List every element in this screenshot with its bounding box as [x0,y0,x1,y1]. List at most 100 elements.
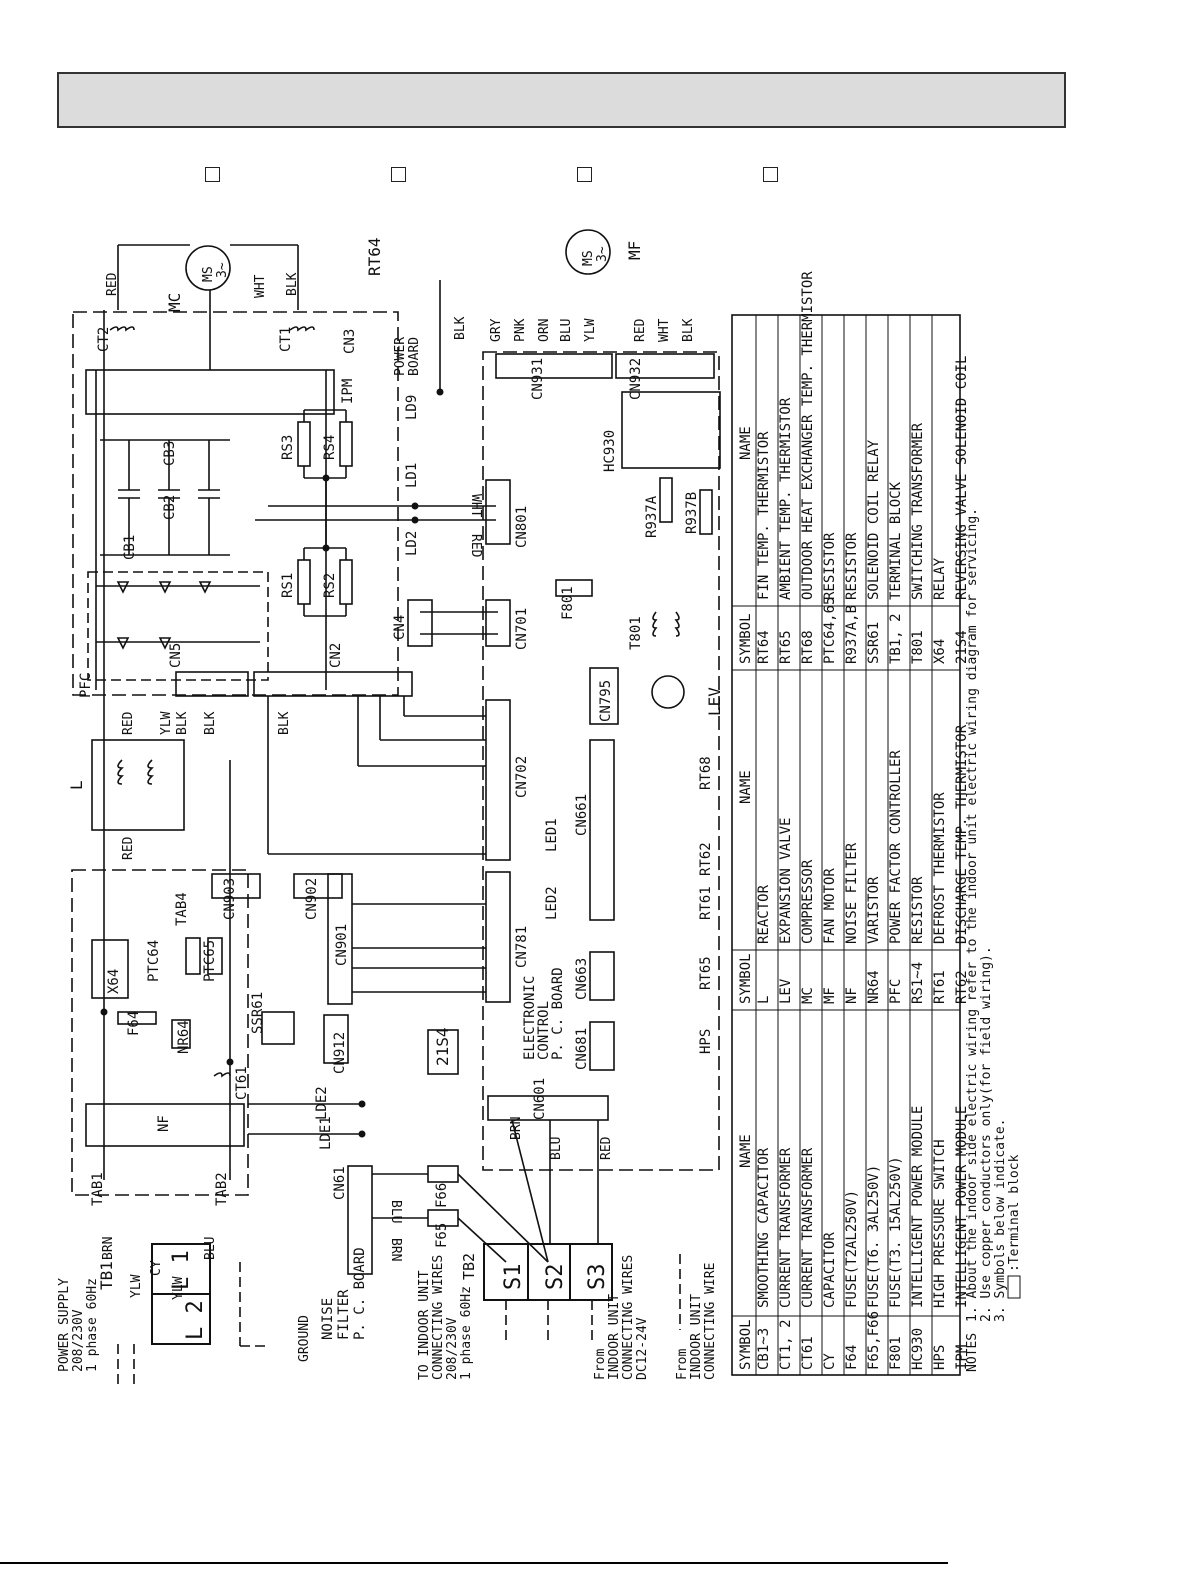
wire-brn-tb1: BRN [101,1237,116,1260]
ld2-label: LD2 [404,531,420,556]
s3-terminal: S3 [585,1264,610,1291]
indoor-connecting-label-3: 208/230V [445,1317,460,1380]
power-board-label-2: BOARD [407,337,422,376]
mc-label: MC [165,293,184,312]
legend-symbol: F801 [888,1336,904,1370]
option-checkbox-4[interactable] [763,167,778,182]
wire-red-reactor: RED [121,711,136,735]
legend-symbol: PTC64,65 [822,597,838,664]
rt62-label: RT62 [698,842,714,876]
control-board-outline [482,351,720,1171]
legend-name: RESISTOR [844,532,860,600]
s1-terminal: S1 [501,1264,526,1291]
wire-blk-cn5a: BLK [175,711,190,735]
legend-name: FAN MOTOR [822,868,838,944]
r937a-label: R937A [644,495,660,538]
wire-blk-mc: BLK [285,272,300,296]
legend-name: NOISE FILTER [844,842,860,944]
cn3-label: CN3 [342,329,358,354]
legend-symbol: RT61 [932,970,948,1004]
tab2-label: TAB2 [214,1172,230,1206]
legend-symbol: HPS [932,1345,948,1370]
option-checkbox-1[interactable] [205,167,220,182]
legend-symbol: PFC [888,979,904,1004]
legend-header-symbol-3: SYMBOL [738,613,754,664]
wire-blu-tb1: BLU [203,1237,218,1260]
wire-wht-fan: WHT [657,318,672,342]
r937b-label: R937B [684,492,700,534]
legend-symbol: MC [800,987,816,1004]
cn932-label: CN932 [628,358,644,400]
legend-name: RESISTOR [910,876,926,944]
legend-symbol: RT62 [954,970,970,1004]
ipm-label: IPM [340,379,356,404]
wire-ylw-cy: YLW [171,1276,186,1300]
mc-phase-label: 3~ [215,262,230,278]
cn902-label: CN902 [304,878,320,920]
legend-header-symbol-2: SYMBOL [738,953,754,1004]
legend-name: CURRENT TRANSFORMER [778,1147,794,1308]
option-checkbox-2[interactable] [391,167,406,182]
legend-symbol: RS1~4 [910,962,926,1004]
ecb-label: ELECTRONIC [522,976,538,1060]
cn901-label: CN901 [334,924,350,966]
legend-name: REVERSING VALVE SOLENOID COIL [954,356,970,600]
legend-name: POWER FACTOR CONTROLLER [888,750,904,944]
wire-wht-mc: WHT [253,274,268,298]
legend-symbol: MF [822,987,838,1004]
legend-name: INTELLIGENT POWER MODULE [910,1106,926,1308]
power-supply-phase: 1 phase 60Hz [85,1278,100,1372]
power-board-label: POWER [393,337,408,376]
wire-blk-cn5b: BLK [203,711,218,735]
wire-blu-fan: BLU [559,319,574,342]
note-2: 2. Use copper conductors only(for field … [979,946,994,1322]
tb2-label: TB2 [460,1253,478,1280]
wire-blk-ld9: BLK [453,316,468,340]
cn681-label: CN681 [574,1028,590,1070]
wire-red-fan: RED [633,318,648,342]
wire-blk-cn2: BLK [277,711,292,735]
legend-symbol: SSR61 [866,622,882,664]
ground-label: GROUND [297,1315,312,1362]
wire-orn: ORN [537,319,552,342]
tab1-label: TAB1 [90,1172,106,1206]
reactor-label: L [67,780,86,790]
ecb-label-2: CONTROL [536,1001,552,1060]
option-checkbox-3[interactable] [577,167,592,182]
cn663-label: CN663 [574,958,590,1000]
cn912-label: CN912 [332,1032,348,1074]
power-supply-label: POWER SUPPLY [57,1278,72,1372]
legend-symbol: LEV [778,978,794,1004]
ld9-label: LD9 [404,395,420,420]
nf-board-label: NOISE [320,1298,336,1340]
cy-label: CY [149,1260,164,1276]
legend-symbol: CY [822,1353,838,1370]
l1-terminal: L 1 [169,1250,194,1290]
legend-name: FUSE(T2AL250V) [844,1190,860,1308]
legend-name: OUTDOOR HEAT EXCHANGER TEMP. THERMISTOR [800,271,816,600]
cn801-label: CN801 [514,506,530,548]
legend-symbol: CT61 [800,1336,816,1370]
rs2-label: RS2 [322,573,338,598]
legend-symbol: TB1, 2 [888,613,904,664]
title-band [57,72,1066,128]
lev-label: LEV [705,687,724,716]
cn931-label: CN931 [530,358,546,400]
lde2-label: LDE2 [314,1086,330,1120]
t801-label: T801 [628,616,644,650]
cb2-label: CB2 [162,495,178,520]
pfc-label: PFC [78,673,94,698]
led2-label: LED2 [544,886,560,920]
legend-symbol: RT65 [778,630,794,664]
legend-name: SMOOTHING CAPACITOR [756,1147,772,1308]
from-indoor-label-4: DC12-24V [635,1317,650,1380]
from-indoor-label-3: CONNECTING WIRES [621,1255,636,1380]
legend-name: RESISTOR [822,532,838,600]
cn601-label: CN601 [532,1078,548,1120]
legend-header-name-3: NAME [738,426,754,460]
rt68-label: RT68 [698,756,714,790]
wire-ylw-fan: YLW [583,318,598,342]
wire-wht-ld1: WHT [468,494,483,518]
legend-name: AMBIENT TEMP. THERMISTOR [778,397,794,600]
lev-motor-icon [651,675,685,709]
